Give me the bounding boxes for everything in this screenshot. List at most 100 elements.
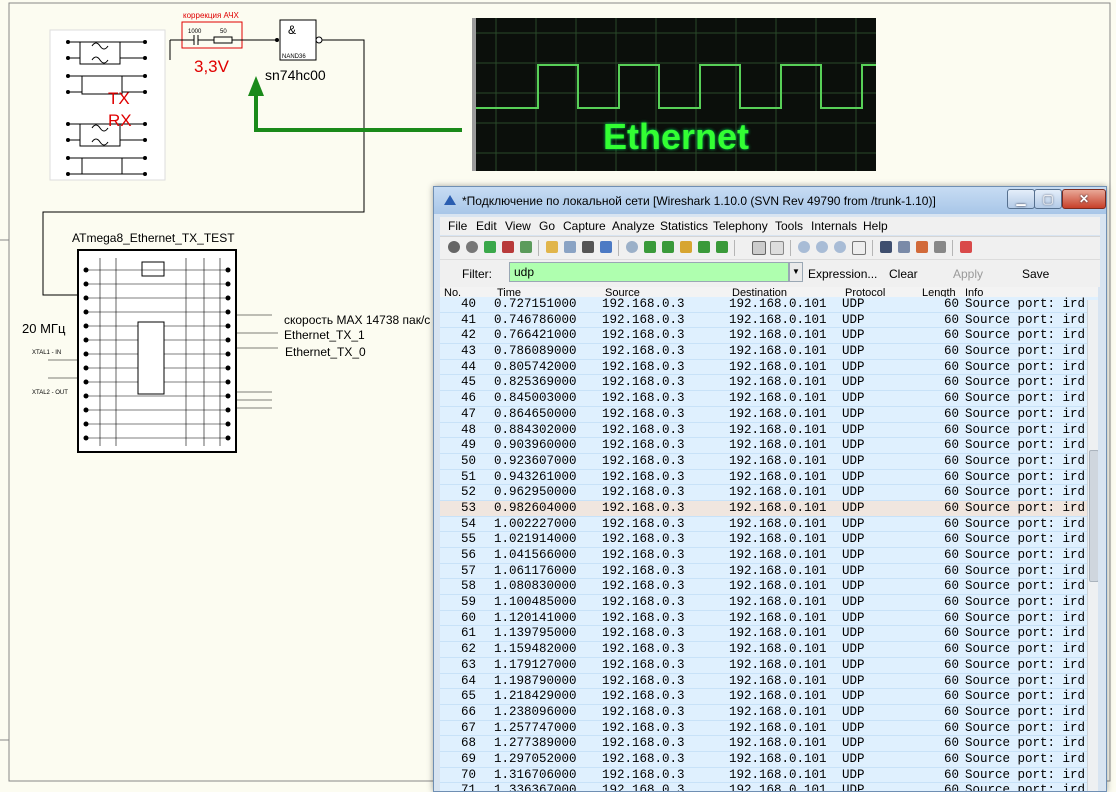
cell-destination: 192.168.0.101	[729, 595, 827, 610]
column-protocol[interactable]: Protocol	[845, 287, 886, 299]
zoom-out-icon[interactable]	[816, 241, 828, 253]
autoscroll-icon[interactable]	[770, 241, 784, 255]
find-packet-icon[interactable]	[626, 241, 638, 253]
column-no[interactable]: No.	[444, 287, 462, 299]
options-icon[interactable]	[466, 241, 478, 253]
cell-source: 192.168.0.3	[602, 500, 685, 515]
column-destination[interactable]: Destination	[732, 287, 788, 299]
go-back-icon[interactable]	[644, 241, 656, 253]
menu-statistics[interactable]: Statistics	[660, 219, 709, 233]
start-capture-icon[interactable]	[484, 241, 496, 253]
maximize-button[interactable]: ▢	[1034, 189, 1062, 209]
menu-internals[interactable]: Internals	[811, 219, 858, 233]
restart-capture-icon[interactable]	[520, 241, 532, 253]
output-tx0-label: Ethernet_TX_0	[285, 345, 366, 359]
expression-button[interactable]: Expression...	[808, 267, 878, 281]
menu-file[interactable]: File	[448, 219, 468, 233]
help-icon[interactable]	[960, 241, 972, 253]
cell-time: 0.982604000	[494, 500, 577, 515]
coloring-rules-icon[interactable]	[916, 241, 928, 253]
menu-capture[interactable]: Capture	[563, 219, 606, 233]
clear-button[interactable]: Clear	[889, 267, 918, 281]
go-forward-icon[interactable]	[662, 241, 674, 253]
minimize-button[interactable]: ▁	[1007, 189, 1035, 209]
display-filter-input[interactable]	[509, 262, 789, 282]
cell-no: 51	[460, 469, 476, 484]
column-info[interactable]: Info	[965, 287, 984, 299]
cell-time: 1.316706000	[494, 767, 577, 782]
column-length[interactable]: Length	[922, 287, 956, 299]
save-file-icon[interactable]	[564, 241, 576, 253]
zoom-normal-icon[interactable]	[834, 241, 846, 253]
menu-analyze[interactable]: Analyze	[612, 219, 655, 233]
close-file-icon[interactable]	[582, 241, 594, 253]
menu-telephony[interactable]: Telephony	[713, 219, 768, 233]
cell-no: 49	[460, 438, 476, 453]
stop-capture-icon[interactable]	[502, 241, 514, 253]
menu-go[interactable]: Go	[539, 219, 556, 233]
go-first-icon[interactable]	[698, 241, 710, 253]
menu-help[interactable]: Help	[863, 219, 888, 233]
save-filter-button[interactable]: Save	[1022, 267, 1050, 281]
cell-info: Source port: ird	[965, 297, 1086, 311]
cell-time: 1.080830000	[494, 579, 577, 594]
zoom-in-icon[interactable]	[798, 241, 810, 253]
go-to-packet-icon[interactable]	[680, 241, 692, 253]
colorize-icon[interactable]	[752, 241, 766, 255]
menu-view[interactable]: View	[505, 219, 531, 233]
capture-filters-icon[interactable]	[880, 241, 892, 253]
cell-source: 192.168.0.3	[602, 689, 685, 704]
scrollbar-thumb[interactable]	[1089, 450, 1098, 582]
open-file-icon[interactable]	[546, 241, 558, 253]
cell-length: 60	[943, 328, 959, 343]
preferences-icon[interactable]	[934, 241, 946, 253]
apply-button[interactable]: Apply	[953, 267, 984, 281]
column-source[interactable]: Source	[605, 287, 640, 299]
interfaces-icon[interactable]	[448, 241, 460, 253]
menu-tools[interactable]: Tools	[775, 219, 804, 233]
window-titlebar[interactable]: *Подключение по локальной сети [Wireshar…	[434, 187, 1106, 214]
display-filters-icon[interactable]	[898, 241, 910, 253]
go-last-icon[interactable]	[716, 241, 728, 253]
menu-edit[interactable]: Edit	[476, 219, 497, 233]
packet-list[interactable]: No. Time Source Destination Protocol Len…	[440, 287, 1098, 791]
close-button[interactable]: ✕	[1062, 189, 1106, 209]
reload-icon[interactable]	[600, 241, 612, 253]
filter-dropdown-button[interactable]: ▼	[789, 262, 803, 282]
column-time[interactable]: Time	[497, 287, 522, 299]
resize-columns-icon[interactable]	[852, 241, 866, 255]
vertical-scrollbar[interactable]	[1087, 300, 1098, 791]
